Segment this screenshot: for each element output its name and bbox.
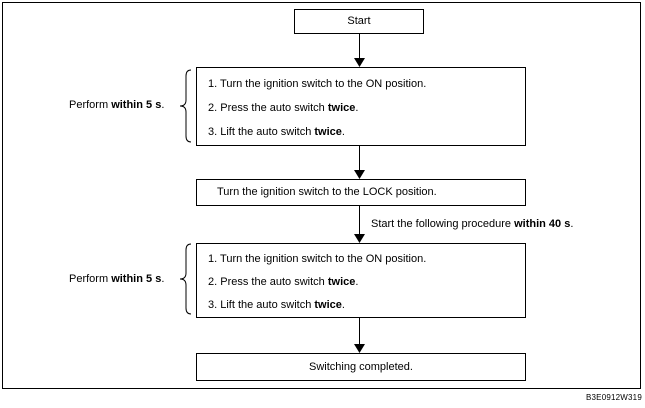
lock-step-label: Turn the ignition switch to the LOCK pos… — [217, 186, 437, 198]
group1-note: Perform within 5 s. — [69, 99, 165, 111]
group2-step-2: 2. Press the auto switch twice. — [208, 276, 359, 288]
lock-step-box: Turn the ignition switch to the LOCK pos… — [196, 179, 526, 206]
group1-step-3: 3. Lift the auto switch twice. — [208, 126, 345, 138]
end-label: Switching completed. — [309, 361, 413, 373]
arrow-head-4 — [354, 344, 365, 353]
end-box: Switching completed. — [196, 353, 526, 381]
group1-step-2: 2. Press the auto switch twice. — [208, 102, 359, 114]
group2-steps-box: 1. Turn the ignition switch to the ON po… — [196, 243, 526, 318]
brace-1 — [179, 69, 192, 143]
brace-2 — [179, 243, 192, 315]
start-label: Start — [347, 15, 371, 27]
transition-note: Start the following procedure within 40 … — [371, 218, 574, 230]
start-box: Start — [294, 9, 424, 34]
arrow-head-3 — [354, 234, 365, 243]
group1-steps-box: 1. Turn the ignition switch to the ON po… — [196, 67, 526, 146]
group2-note: Perform within 5 s. — [69, 273, 165, 285]
arrow-head-2 — [354, 170, 365, 179]
group2-step-3: 3. Lift the auto switch twice. — [208, 299, 345, 311]
arrow-head-1 — [354, 58, 365, 67]
figure-code: B3E0912W319 — [585, 393, 642, 402]
group2-step-1: 1. Turn the ignition switch to the ON po… — [208, 253, 427, 265]
diagram-frame — [2, 2, 641, 389]
group1-step-1: 1. Turn the ignition switch to the ON po… — [208, 78, 427, 90]
